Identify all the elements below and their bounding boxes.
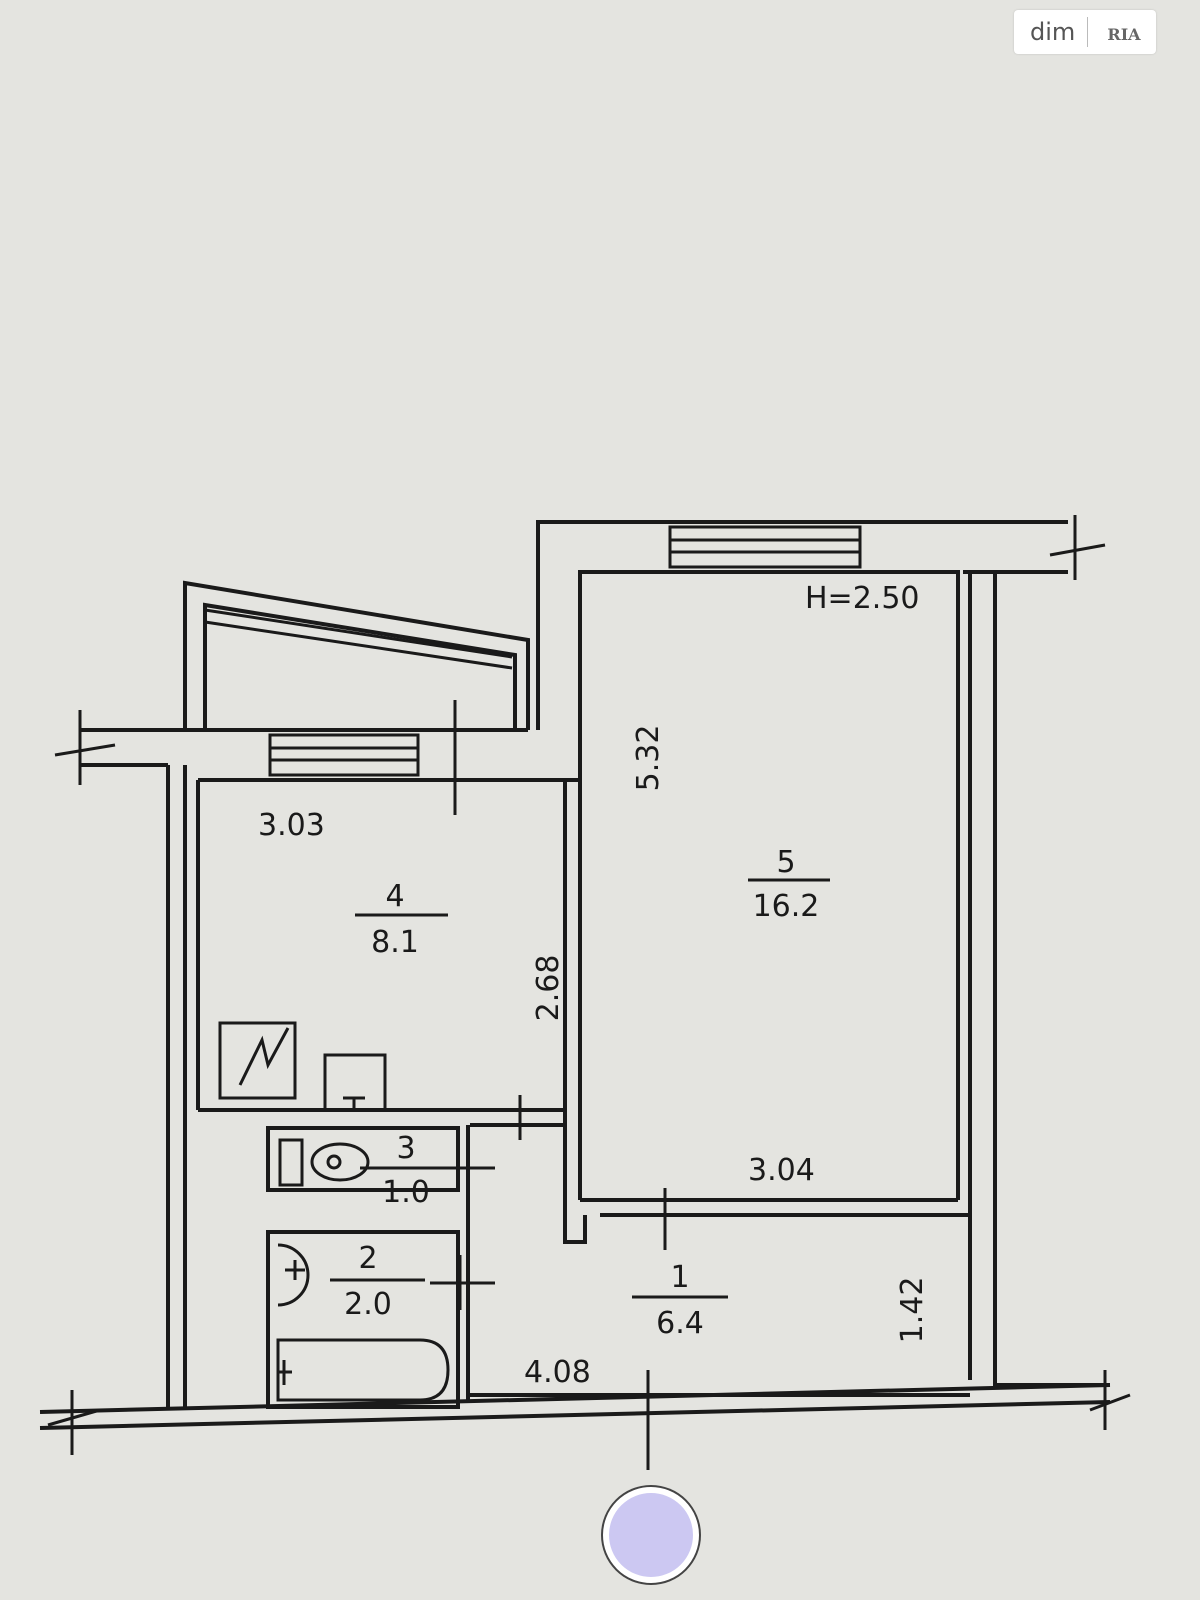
bathtub-icon <box>276 1243 450 1402</box>
living-width-dimension: 3.04 <box>748 1153 815 1188</box>
ria-logo-icon: RIA <box>1108 25 1142 44</box>
room-4-area: 8.1 <box>371 925 419 960</box>
circle-button-icon[interactable] <box>603 1487 699 1583</box>
kitchen-depth-dimension: 2.68 <box>531 955 566 1022</box>
room-2-number: 2 <box>358 1241 377 1276</box>
kitchen-width-dimension: 3.03 <box>258 808 325 843</box>
ceiling-height-label: H=2.50 <box>805 581 920 616</box>
room-2-area: 2.0 <box>344 1287 392 1322</box>
exterior-walls <box>39 515 1131 1470</box>
living-length-dimension: 5.32 <box>631 725 666 792</box>
toilet-icon <box>278 1138 370 1187</box>
svg-text:RIA: RIA <box>1108 25 1142 44</box>
watermark-separator <box>1087 17 1089 47</box>
dimria-watermark: dim RIA <box>1014 10 1156 54</box>
room-5-number: 5 <box>776 845 795 880</box>
room-3-area: 1.0 <box>382 1175 430 1210</box>
watermark-text: dim <box>1030 18 1076 46</box>
room-4-number: 4 <box>385 879 404 914</box>
room-1-area: 6.4 <box>656 1306 704 1341</box>
hall-width-dimension: 1.42 <box>895 1277 930 1344</box>
hall-length-dimension: 4.08 <box>524 1355 591 1390</box>
room-fraction-bars <box>330 878 830 1299</box>
room-5-area: 16.2 <box>753 889 820 924</box>
stove-icon <box>218 1021 297 1100</box>
room-1-number: 1 <box>670 1260 689 1295</box>
sink-icon <box>323 1053 387 1112</box>
room-3-number: 3 <box>396 1131 415 1166</box>
